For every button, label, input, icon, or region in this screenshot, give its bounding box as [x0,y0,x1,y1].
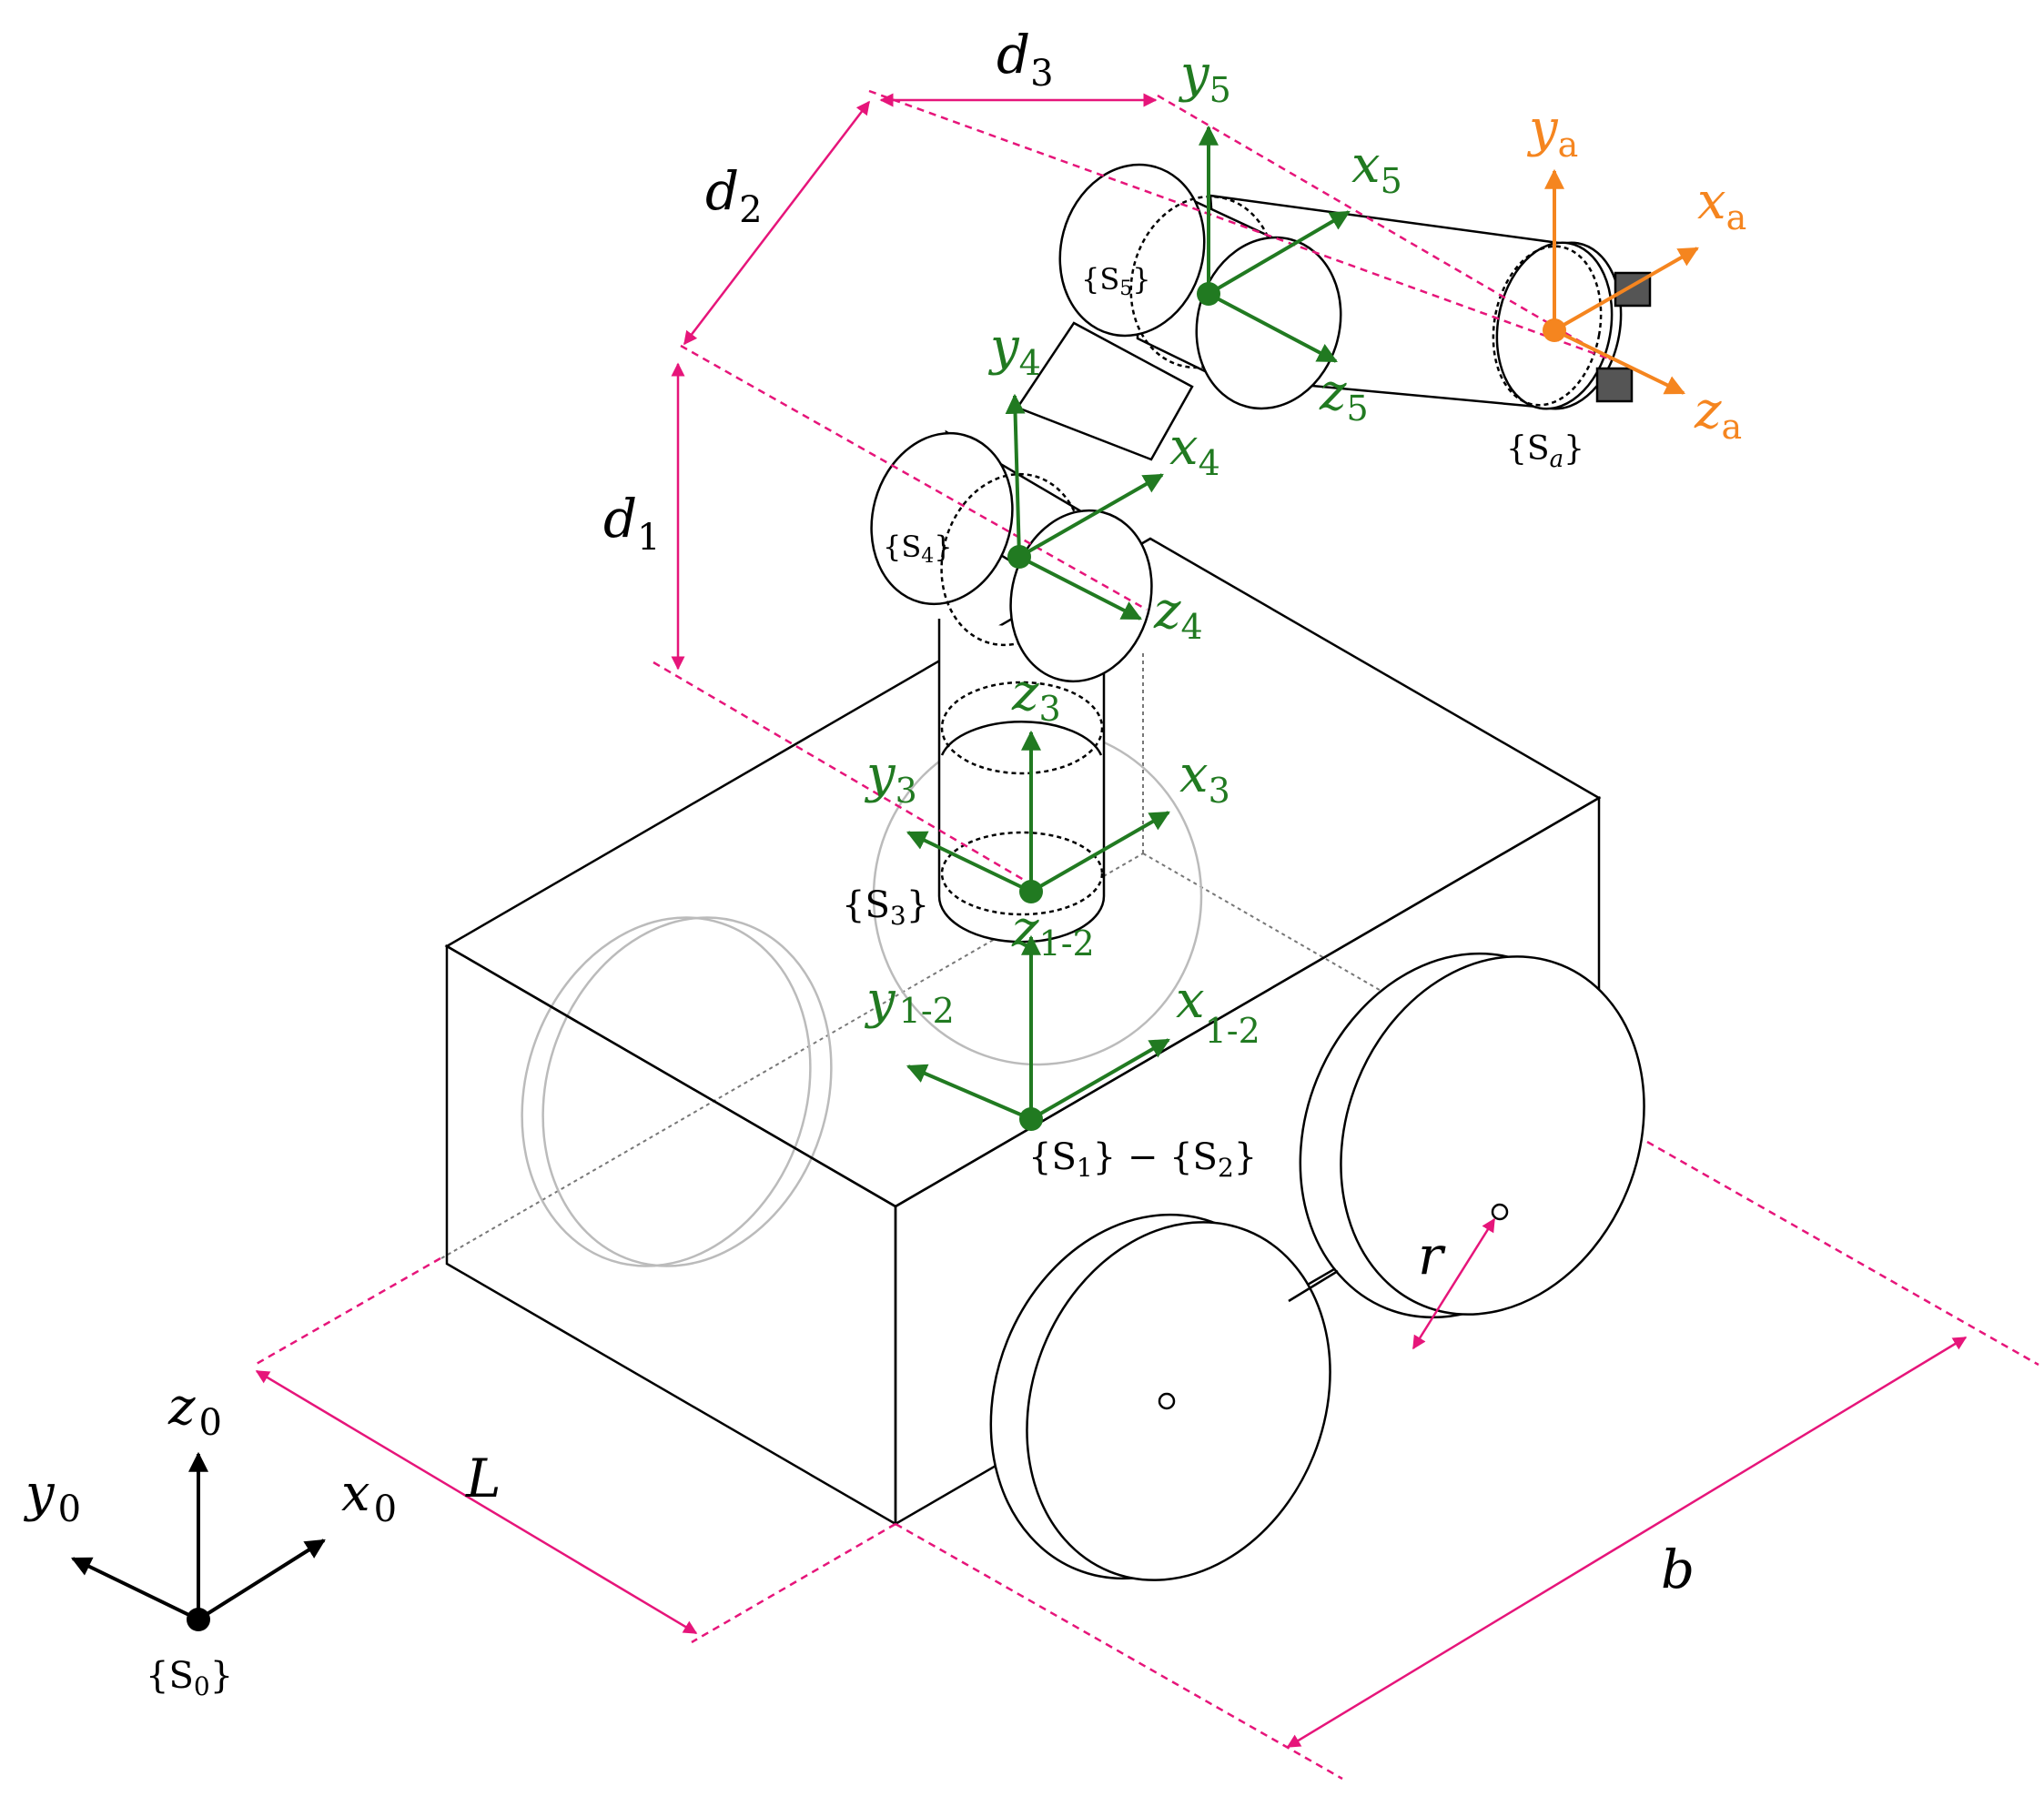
b-dimension [1286,1336,1968,1749]
frame-S0-origin [187,1608,210,1631]
frame-S5-name: {S5} [1081,262,1151,300]
box-top-face [444,537,1602,1208]
wheel-axle [1288,1269,1339,1303]
arm-upper-link [1016,321,1194,461]
frame-S12-x-label: x1-2 [1176,971,1260,1051]
d1-label: d1 [603,488,661,559]
frame-S3-axes [906,730,1170,893]
frame-S3-origin [1019,880,1043,903]
frame-Sa-z-label: za [1694,381,1742,447]
frame-S4-x-label: x4 [1169,418,1220,483]
L-dimension [255,1369,698,1635]
r-dimension [1412,1217,1496,1350]
frame-S0-axes [71,1451,326,1621]
frame-S12-axes [906,934,1170,1121]
frame-S3-name: {S3} [842,884,929,931]
frame-S5-x-label: x5 [1351,136,1402,201]
frame-S5-origin [1197,282,1220,306]
frame-S12-origin [1019,1107,1043,1131]
b-label: b [1661,1539,1695,1600]
frame-S3-y-label: y3 [864,745,917,811]
frame-S5-z-label: z5 [1319,363,1369,429]
frame-S4-name: {S4} [883,530,953,568]
rear-left-wheel-hidden [521,916,833,1267]
d2-dimension [683,100,870,346]
frame-Sa-origin [1543,318,1566,342]
d3-label: d3 [997,24,1054,95]
dimension-lines [254,89,2039,1781]
frame-S5-axes [1199,125,1351,363]
frame-S4-axes [1005,393,1164,621]
frame-S3-z-label: z3 [1011,663,1061,729]
frame-S0-name: {S0} [146,1655,233,1701]
frame-S12-z-label: z1-2 [1011,900,1095,964]
arm-column-bottom-ring [940,831,1104,916]
L-label: L [465,1448,501,1509]
frame-S12-name: {S1} − {S2} [1028,1136,1257,1183]
frame-S3-x-label: x3 [1179,745,1230,811]
frame-S5-y-label: y5 [1178,45,1231,110]
r-label: r [1418,1225,1446,1286]
d2-label: d2 [705,160,763,231]
frame-Sa-axes [1544,168,1699,395]
frame-S4-z-label: z4 [1153,581,1203,647]
front-left-wheel [989,1213,1331,1581]
arm-column-top-ring [940,681,1104,775]
frame-Sa-name: {Sa} [1506,430,1584,473]
frame-Sa-x-label: xa [1697,172,1746,237]
frame-Sa-y-label: ya [1526,99,1578,165]
frame-S4-y-label: y4 [987,318,1041,383]
joint4-cylinder [870,429,1153,683]
frame-S4-origin [1007,545,1031,569]
